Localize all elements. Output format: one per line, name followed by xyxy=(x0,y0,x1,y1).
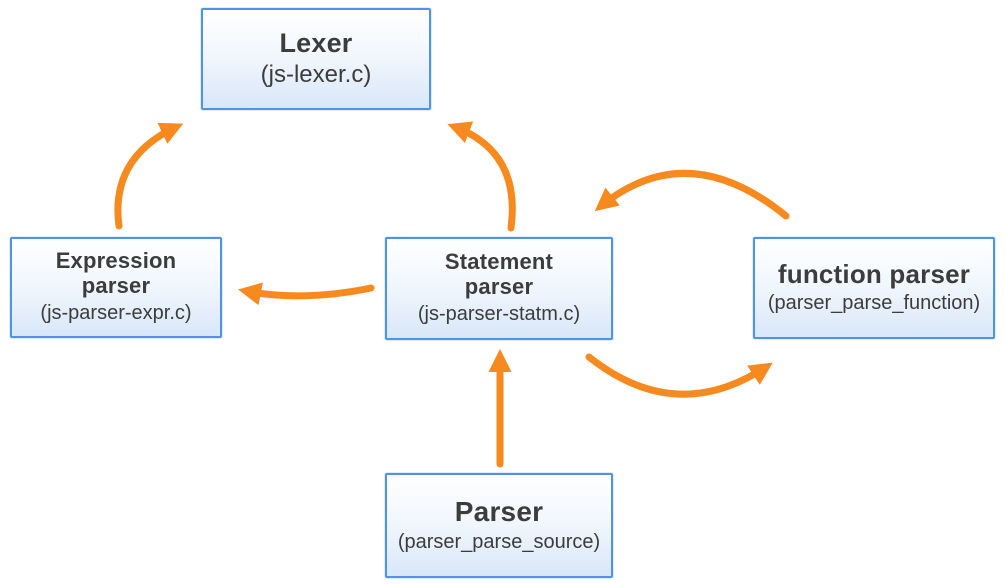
arrow-statement-parser-to-lexer xyxy=(447,121,516,232)
node-parser-caption: (parser_parse_source) xyxy=(397,530,601,553)
node-expression-parser-title-line1: Expression xyxy=(55,248,177,274)
arrow-statement-parser-to-expression-parser xyxy=(238,282,375,306)
node-statement-parser-caption: (js-parser-statm.c) xyxy=(417,302,581,325)
node-lexer-title: Lexer xyxy=(279,27,353,58)
node-function-parser-caption: (parser_parse_function) xyxy=(767,292,981,315)
node-parser-title: Parser xyxy=(454,496,544,528)
arrow-statement-parser-to-function-parser xyxy=(585,353,773,398)
node-expression-parser-title-line2: parser xyxy=(81,273,151,298)
node-statement-parser-title-line1: Statement xyxy=(444,249,554,275)
node-function-parser-title: function parser xyxy=(777,258,971,289)
node-statement-parser: Statement parser (js-parser-statm.c) xyxy=(385,237,613,340)
arrow-expression-parser-to-lexer xyxy=(114,122,184,230)
node-function-parser: function parser (parser_parse_function) xyxy=(753,237,995,339)
node-expression-parser-caption: (js-parser-expr.c) xyxy=(40,301,192,324)
node-lexer-caption: (js-lexer.c) xyxy=(260,61,372,89)
node-statement-parser-title-line2: parser xyxy=(464,274,534,299)
node-expression-parser: Expression parser (js-parser-expr.c) xyxy=(10,237,222,338)
node-parser: Parser (parser_parse_source) xyxy=(385,473,613,578)
arrow-function-parser-to-statement-parser xyxy=(594,169,790,220)
node-lexer: Lexer (js-lexer.c) xyxy=(201,8,431,110)
